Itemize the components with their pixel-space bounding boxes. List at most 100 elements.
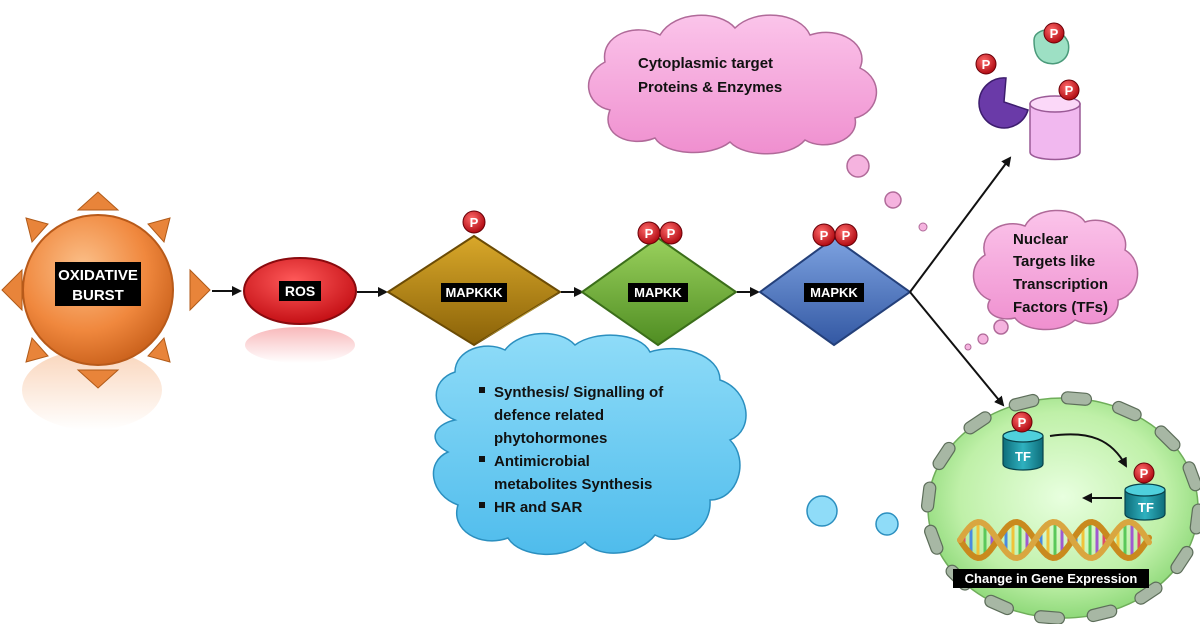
nucleus-cell: TF P TF P Change in Gene Expression (920, 391, 1200, 624)
cytoplasmic-cloud-line1: Cytoplasmic target (638, 55, 773, 72)
nuclear-cloud-line1: Nuclear (1013, 231, 1068, 248)
membrane-segment (920, 481, 937, 513)
defence-bullet-1-line1: Synthesis/ Signalling of (494, 384, 664, 401)
ros-node: ROS (243, 257, 357, 363)
mapkk2-label-box (804, 283, 864, 302)
sun-rays (1, 191, 211, 389)
tf1-label: TF (1015, 449, 1031, 464)
ros-label: ROS (285, 283, 315, 299)
nuclear-bubble-2 (977, 333, 989, 345)
nuclear-bubble-1 (993, 319, 1009, 335)
mapkkk-label-box (441, 283, 507, 302)
burst-reflection (22, 350, 162, 430)
mapkkk-label: MAPKKK (445, 285, 503, 300)
cytoplasmic-bubble-3 (918, 222, 928, 232)
protein-teardrop-phospho (1043, 22, 1065, 44)
mapkk2-phospho-label-a: P (820, 228, 829, 243)
membrane-segment (1134, 581, 1163, 605)
nuclear-cloud-line2: Targets like (1013, 253, 1095, 270)
tf2-phospho-label: P (1140, 466, 1149, 481)
defence-bullet-2-line2: metabolites Synthesis (494, 476, 652, 493)
membrane-segment (1182, 461, 1200, 492)
cytoplasmic-cloud-line2: Proteins & Enzymes (638, 79, 782, 96)
mapkk1-label: MAPKK (634, 285, 682, 300)
cytoplasmic-target-proteins: P P P (975, 22, 1081, 161)
defence-bullet-2-marker (479, 456, 485, 462)
cytoplasmic-bubble-1 (846, 154, 870, 178)
defence-cloud-shape (432, 332, 747, 555)
oxidative-burst-node: OXIDATIVE BURST (1, 191, 211, 430)
tf2-label: TF (1138, 500, 1154, 515)
arrow-to-cytoplasmic-targets (909, 156, 1012, 293)
membrane-segment (1112, 400, 1142, 422)
nuclear-cloud: Nuclear Targets like Transcription Facto… (964, 209, 1139, 351)
mapkk2-phospho-circle-b (834, 223, 858, 247)
tf2-top (1124, 483, 1166, 497)
membrane-segment (1170, 545, 1194, 575)
mapkkk-node: MAPKKK P (386, 210, 562, 347)
mapkk1-phospho-label-b: P (667, 226, 676, 241)
protein-teardrop-phospho-label: P (1050, 26, 1059, 41)
dna-double-helix (957, 518, 1152, 562)
membrane-segment (932, 441, 956, 471)
tf1-phospho-label: P (1018, 415, 1027, 430)
membrane-segment (1086, 604, 1118, 623)
membrane-segment (924, 524, 944, 555)
enzyme-pacman-shape (978, 77, 1029, 129)
membrane-segment (1008, 393, 1040, 412)
defence-bullet-1-marker (479, 387, 485, 393)
membrane-segment (963, 411, 992, 435)
dna-strand (957, 518, 1152, 562)
defence-cloud: Synthesis/ Signalling of defence related… (432, 332, 950, 555)
mapkk1-phospho-circle-b (659, 221, 683, 245)
burst-label-line1: OXIDATIVE (58, 267, 138, 284)
burst-label-line2: BURST (72, 287, 124, 304)
tf2-cylinder (1124, 489, 1166, 521)
mapkk2-node: MAPKK P P (758, 223, 912, 347)
defence-bullet-3-marker (479, 502, 485, 508)
cytoplasmic-bubble-2 (884, 191, 902, 209)
nuclear-cloud-shape (972, 209, 1139, 331)
ros-label-box (279, 281, 321, 301)
nuclear-bubble-3 (964, 343, 972, 351)
dna-strand (957, 518, 1152, 562)
enzyme-pacman-phospho (975, 53, 997, 75)
transcription-factor-1: TF P (1002, 411, 1044, 471)
membrane-segment (984, 594, 1014, 616)
cytoplasmic-cloud: Cytoplasmic target Proteins & Enzymes (588, 14, 928, 232)
membrane-segment (1033, 610, 1066, 624)
mapkkk-phospho-label: P (470, 215, 479, 230)
mapkk1-node: MAPKK P P (580, 221, 738, 347)
tf2-phospho (1133, 462, 1155, 484)
burst-label-box (55, 262, 141, 306)
gene-expression-label-box (953, 569, 1149, 588)
arrow-tf-translocation (1049, 433, 1127, 468)
defence-bullet-3-line1: HR and SAR (494, 499, 583, 516)
mapkk2-phospho-label-b: P (842, 228, 851, 243)
tf1-cylinder (1002, 435, 1044, 471)
protein-cylinder-phospho-label: P (1065, 83, 1074, 98)
nuclear-cloud-line4: Factors (TFs) (1013, 299, 1108, 316)
cytoplasmic-cloud-shape (588, 14, 877, 155)
defence-bullet-1-line3: phytohormones (494, 430, 607, 447)
defence-bubble-1 (806, 495, 838, 527)
mapkkk-highlight (474, 292, 560, 345)
nuclear-membrane (920, 391, 1200, 624)
mapkk1-phospho-label-a: P (645, 226, 654, 241)
membrane-segment (1189, 503, 1200, 535)
membrane-segment (1060, 391, 1093, 406)
defence-bubble-2 (875, 512, 899, 536)
mapkkk-phospho-circle (462, 210, 486, 234)
mapkk1-label-box (628, 283, 688, 302)
gene-expression-label: Change in Gene Expression (965, 571, 1138, 586)
defence-bullet-2-line1: Antimicrobial (494, 453, 590, 470)
defence-bullet-1-line2: defence related (494, 407, 604, 424)
tf1-phospho (1011, 411, 1033, 433)
protein-cylinder-phospho (1058, 79, 1080, 101)
membrane-segment (1154, 425, 1181, 452)
ros-reflection (245, 327, 355, 363)
enzyme-pacman-phospho-label: P (982, 57, 991, 72)
transcription-factor-2: TF P (1124, 462, 1166, 521)
protein-cylinder-shape (1029, 103, 1081, 161)
